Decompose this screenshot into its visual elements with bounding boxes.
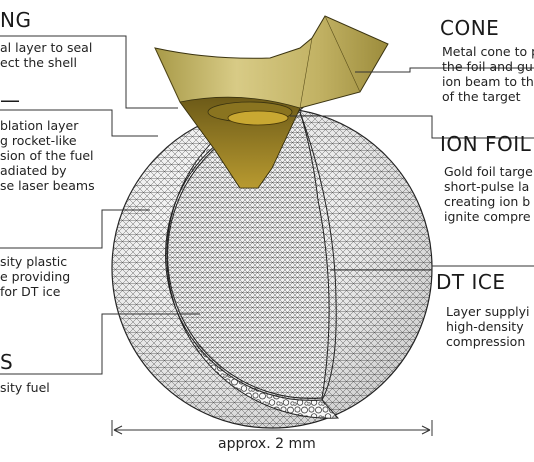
foam-layer	[165, 91, 340, 419]
leader-seal	[0, 35, 178, 109]
cone-heading: CONE	[440, 16, 500, 40]
gas-heading: S	[0, 350, 14, 374]
foam-description: sity plastic e providing for DT ice	[0, 254, 71, 299]
cone-description: Metal cone to p the foil and gu ion beam…	[442, 44, 534, 104]
cut-edge	[299, 111, 337, 401]
dimension-label: approx. 2 mm	[218, 436, 316, 452]
leader-foam	[0, 209, 150, 249]
dimension-line	[111, 420, 433, 436]
leader-ice	[330, 265, 534, 271]
leader-lines	[0, 35, 534, 375]
gas-description: sity fuel	[0, 380, 50, 395]
ion-foil	[227, 110, 289, 126]
dt-ice-description: Layer supplyi high-density compression	[446, 304, 530, 349]
seal-description: al layer to seal ect the shell	[0, 40, 93, 70]
leader-gas	[0, 313, 200, 375]
ablator-heading: —	[0, 88, 21, 112]
leader-cone	[355, 67, 534, 73]
dt-ice-heading: DT ICE	[436, 270, 506, 294]
ion-foil-description: Gold foil targe short-pulse la creating …	[444, 164, 533, 224]
leader-ablator	[0, 109, 158, 137]
leader-foil	[290, 115, 534, 139]
ablator-description: blation layer g rocket-like sion of the …	[0, 118, 95, 193]
ion-foil-heading: ION FOIL	[440, 132, 532, 156]
seal-heading: NG	[0, 8, 32, 32]
inner-fuel-sphere	[167, 111, 330, 399]
